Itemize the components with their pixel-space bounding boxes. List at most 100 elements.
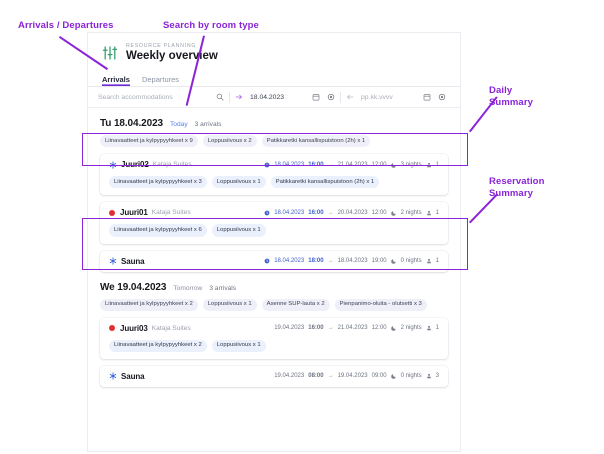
guest-count: 1 — [435, 161, 439, 168]
departure-date-input[interactable]: pp.kk.vvvv — [361, 93, 393, 101]
calendar-icon[interactable] — [423, 93, 431, 101]
checkin-time: 16:00 — [308, 325, 324, 332]
guests-icon — [426, 258, 431, 264]
tag-chip: Liinavaatteet ja kylpypyyhkeet x 2 — [109, 339, 207, 352]
tag-chip: Loppusiivous x 1 — [211, 176, 266, 189]
guests-icon — [426, 326, 431, 331]
day-arrival-count: 3 arrivals — [209, 284, 237, 292]
daily-summary-tags: Liinavaatteet ja kylpypyyhkeet x 9 Loppus… — [100, 135, 448, 148]
annotation-search-room-type: Search by room type — [163, 20, 259, 31]
app-window: RESOURCE PLANNING Weekly overview Arriva… — [88, 33, 460, 451]
nights-count: 3 nights — [400, 161, 422, 168]
checkout-date: 18.04.2023 — [337, 258, 368, 265]
clear-icon[interactable] — [327, 93, 335, 101]
annotation-arrivals-departures: Arrivals / Departures — [18, 20, 114, 31]
tab-arrivals[interactable]: Arrivals — [102, 75, 130, 84]
snowflake-icon — [109, 161, 117, 169]
nights-count: 2 nights — [400, 325, 422, 332]
checkin-time: 16:00 — [308, 161, 324, 168]
clock-icon — [264, 258, 270, 264]
tag-chip: Pienpanimo-oluita - olutsetti x 3 — [334, 298, 427, 311]
clock-icon — [264, 210, 270, 216]
search-input[interactable]: Search accommodations — [98, 87, 216, 107]
arrow-right-icon: → — [327, 209, 334, 216]
guests-icon — [426, 162, 431, 167]
nights-icon — [390, 162, 396, 168]
checkin-time: 16:00 — [308, 209, 324, 216]
annotation-daily-summary: Daily Summary — [489, 85, 533, 108]
checkin-date: 19.04.2023 — [274, 325, 305, 332]
tag-chip: Patikkaretki kansallispuistoon (2h) x 1 — [261, 135, 371, 148]
nights-icon — [390, 259, 396, 264]
tag-chip: Liinavaatteet ja kylpypyyhkeet x 2 — [100, 298, 198, 311]
snowflake-icon — [109, 372, 117, 381]
tag-chip: Loppusiivous x 1 — [202, 298, 257, 311]
page-title: Weekly overview — [126, 50, 218, 63]
checkout-time: 09:00 — [371, 373, 387, 380]
checkin-time: 08:00 — [308, 373, 324, 380]
tag-chip: Liinavaatteet ja kylpypyyhkeet x 9 — [100, 135, 198, 148]
nights-count: 2 nights — [400, 209, 422, 216]
arrow-right-icon: → — [327, 161, 334, 168]
checkout-time: 12:00 — [371, 325, 387, 332]
checkout-date: 20.04.2023 — [337, 209, 368, 216]
guest-count: 1 — [435, 209, 439, 216]
arrow-right-icon: → — [327, 373, 334, 380]
leader-line-daily — [469, 96, 498, 132]
arrow-right-icon — [235, 94, 242, 100]
guests-icon — [426, 210, 431, 216]
guest-count: 1 — [435, 325, 439, 332]
nights-icon — [390, 374, 396, 380]
daily-summary-tags: Liinavaatteet ja kylpypyyhkeet x 2 Loppus… — [100, 298, 448, 311]
unit-name: Juuri02 — [121, 160, 149, 170]
status-dot-icon — [109, 325, 115, 332]
unit-name: Sauna — [121, 371, 145, 381]
guest-count: 1 — [435, 258, 439, 265]
checkout-date: 21.04.2023 — [337, 325, 368, 332]
unit-name: Sauna — [121, 256, 145, 266]
day-relative-label: Tomorrow — [173, 284, 203, 292]
tag-chip: Loppusiivous x 2 — [202, 135, 257, 148]
clock-icon — [264, 162, 270, 168]
tag-chip: Loppusiivous x 1 — [211, 224, 266, 237]
arrow-right-icon: → — [327, 325, 334, 332]
unit-name: Juuri03 — [120, 323, 148, 333]
clear-icon[interactable] — [438, 93, 446, 101]
unit-name: Juuri01 — [120, 208, 148, 218]
tag-chip: Loppusiivous x 1 — [211, 339, 266, 352]
calendar-icon[interactable] — [312, 93, 320, 101]
day-relative-label: Today — [170, 121, 188, 128]
property-name: Kataja Suites — [151, 209, 191, 217]
reservation-summary-tags: Liinavaatteet ja kylpypyyhkeet x 2 Loppus… — [109, 339, 439, 352]
tab-departures[interactable]: Departures — [141, 75, 180, 84]
search-placeholder: Search accommodations — [98, 93, 173, 101]
checkout-date: 21.04.2023 — [337, 161, 368, 168]
tag-chip: Patikkaretki kansallispuistoon (2h) x 1 — [270, 176, 380, 189]
checkin-date: 18.04.2023 — [274, 258, 305, 265]
nights-count: 0 nights — [400, 258, 422, 265]
checkin-date: 19.04.2023 — [274, 373, 305, 380]
status-dot-icon — [109, 209, 115, 216]
arrival-date-input[interactable]: 18.04.2023 — [250, 93, 285, 101]
search-icon[interactable] — [216, 93, 224, 101]
checkin-date: 18.04.2023 — [274, 209, 305, 216]
